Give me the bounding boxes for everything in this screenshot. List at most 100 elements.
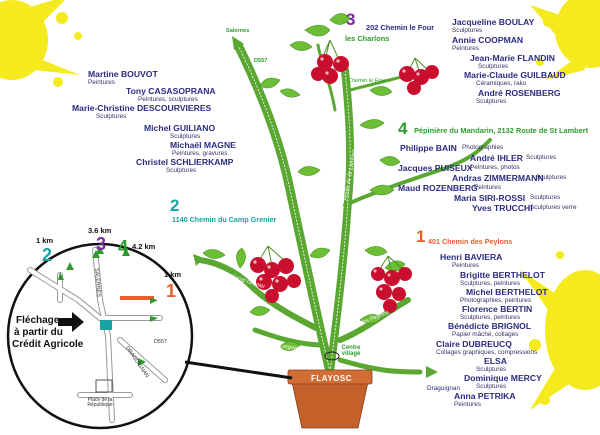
group-1-number: 1 — [416, 227, 426, 246]
label-chemin-four: Chemin le Four — [348, 78, 387, 84]
sign-3-distance: 3.6 km — [88, 226, 112, 235]
sign-4-distance: 4.2 km — [132, 242, 156, 251]
splash-bottom-right — [520, 251, 600, 410]
artist-name: Annie COOPMAN — [452, 35, 524, 45]
artist-role: Sculptures — [536, 174, 567, 181]
artist-name: André ROSENBERG — [478, 88, 561, 98]
artist-name: ELSA — [484, 356, 507, 366]
artist-name: Bénédicte BRIGNOL — [448, 321, 532, 331]
map-fleche-line3: Crédit Agricole — [12, 339, 84, 350]
group-3-subtitle: les Charlons — [345, 34, 390, 43]
artist-role: Peintures — [474, 184, 501, 191]
artist-name: André IHLER — [470, 153, 523, 163]
artist-name: Jacqueline BOULAY — [452, 17, 535, 27]
map-pointer-line — [184, 360, 293, 380]
artist-role: Peintures, gravures — [172, 150, 228, 157]
artist-name: Michel GUILIANO — [144, 123, 216, 133]
artist-role: Sculptures, peintures — [460, 314, 521, 321]
artist-name: Dominique MERCY — [464, 373, 542, 383]
artist-role: Sculptures, peintures — [460, 280, 521, 287]
artist-role: Peintures — [454, 401, 481, 408]
group-4-title: Pépinière du Mandarin, 2132 Route de St … — [414, 126, 589, 135]
artist-name: Brigitte BERTHELOT — [460, 270, 545, 280]
group-3-number: 3 — [346, 10, 356, 29]
sign-2-number: 2 — [42, 245, 53, 265]
artist-name: Michel BERTHELOT — [466, 287, 548, 297]
artist-name: Martine BOUVOT — [88, 69, 158, 79]
artist-name: Anna PETRIKA — [454, 391, 516, 401]
group-2-title: 1140 Chemin du Camp Grenier — [172, 215, 277, 224]
artist-role: Sculptures — [478, 63, 509, 70]
label-salernes: Salernes — [226, 28, 250, 34]
label-centre-village: Centre village — [341, 345, 361, 357]
sign-2-distance: 1 km — [36, 236, 54, 245]
bank-icon — [100, 320, 112, 330]
label-draguignan: Draguignan — [427, 385, 461, 392]
artist-role: Céramiques, raku — [476, 80, 527, 87]
sign-4-number: 4 — [118, 237, 129, 257]
artist-role: Sculptures verre — [530, 204, 577, 211]
splash-top-right — [530, 0, 600, 80]
artist-name: Jacques PUISEUX — [398, 163, 473, 173]
arrow-right-icon — [58, 312, 84, 332]
cherries-group-2 — [250, 245, 301, 303]
group-2-number: 2 — [170, 196, 180, 215]
artist-name: Michaël MAGNE — [170, 140, 236, 150]
map-fleche-line2: à partir du — [14, 327, 63, 338]
sign-3-number: 3 — [96, 234, 107, 254]
artist-name: Philippe BAIN — [400, 143, 457, 153]
artist-name: Christel SCHLIERKAMP — [136, 157, 234, 167]
branch-arrows — [193, 36, 438, 378]
cherries-group-3 — [311, 39, 349, 84]
cherries-group-3b — [399, 57, 439, 95]
map-place-label: Place de la République — [87, 397, 113, 408]
artist-name: Henri BAVIERA — [440, 252, 503, 262]
centre-village-loop — [324, 351, 340, 361]
road-lines — [237, 44, 351, 373]
artist-role: Collages graphiques, compressions — [436, 349, 538, 356]
artist-role: Sculptures — [170, 133, 201, 140]
artist-name: Marie-Christine DESCOURVIERES — [72, 103, 212, 113]
cherries-group-1 — [371, 255, 412, 313]
artist-role: Sculptures — [476, 98, 507, 105]
group-4-number: 4 — [398, 119, 408, 138]
artist-name: Yves TRUCCHI — [472, 203, 533, 213]
artist-name: Maud ROZENBERG — [398, 183, 478, 193]
artist-name: Maria SIRI-ROSSI — [454, 193, 526, 203]
artist-role: Sculptures — [166, 167, 197, 174]
artist-role: Sculptures — [452, 27, 483, 34]
label-flayosc: FLAYOSC — [311, 374, 352, 383]
plant-leaves — [202, 13, 406, 351]
artist-role: Sculptures — [96, 113, 127, 120]
local-map — [6, 242, 194, 430]
artist-role: Photographies, peintures — [460, 297, 532, 304]
artist-name: Claire DUBREUCQ — [436, 339, 512, 349]
artist-role: Peintures, photos — [470, 164, 520, 171]
sign-1-number: 1 — [166, 281, 177, 301]
artist-role: Sculptures — [526, 154, 557, 161]
label-d557: D557 — [254, 58, 268, 64]
group-1-title: 401 Chemin des Peylons — [428, 237, 513, 246]
map-salernes-label: SALERNES — [93, 267, 102, 298]
artist-name: Andras ZIMMERMANN — [452, 173, 544, 183]
artist-role: Sculptures — [530, 194, 561, 201]
artist-role: Sculptures — [476, 366, 507, 373]
artist-role: Sculptures — [476, 383, 507, 390]
group-3-title: 202 Chemin le Four — [366, 23, 435, 32]
sign-arrows — [66, 246, 158, 304]
artist-role: Peintures — [88, 79, 115, 86]
map-fleche-line1: Fléchage — [16, 315, 60, 326]
splash-top-left — [0, 0, 82, 87]
artist-role: Peintures, sculptures — [138, 96, 198, 103]
artist-name: Florence BERTIN — [462, 304, 533, 314]
artist-role: Peintures — [452, 45, 479, 52]
artist-name: Jean-Marie FLANDIN — [470, 53, 555, 63]
artist-role: Papier mâché, collages — [452, 331, 519, 338]
artist-name: Tony CASASOPRANA — [126, 86, 216, 96]
artist-role: Peintures — [452, 262, 479, 269]
plant-stems — [197, 40, 492, 377]
artist-role: Photographies — [462, 144, 504, 151]
map-d557-label: D557 — [154, 339, 167, 345]
